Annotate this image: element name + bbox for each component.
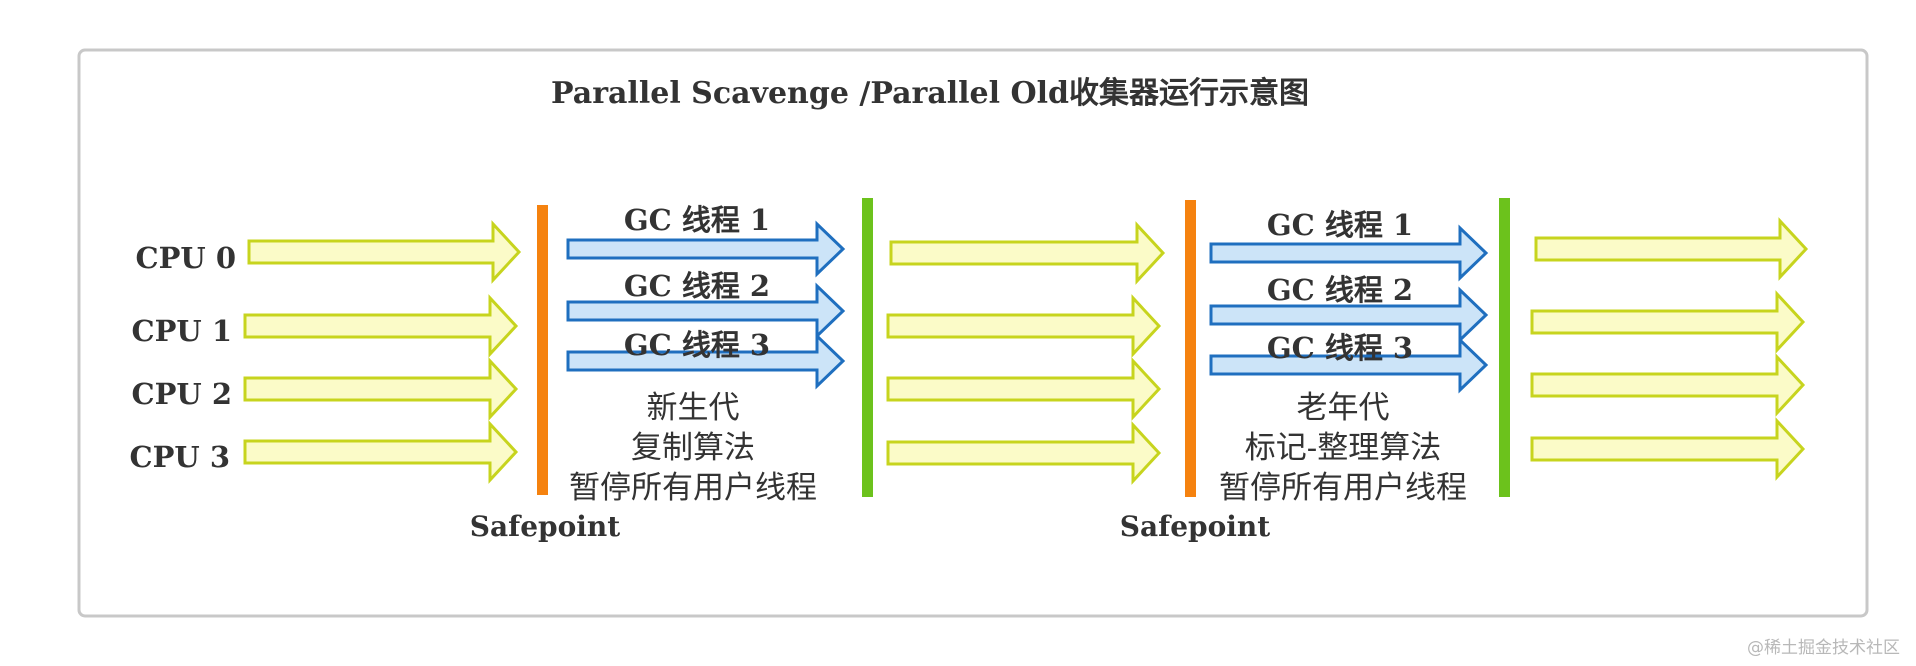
gc-end-bar	[862, 198, 873, 497]
user-thread-arrow	[886, 294, 1162, 358]
phase-description-line: 暂停所有用户线程	[569, 470, 817, 506]
user-thread-arrows-2	[886, 221, 1166, 485]
gc-thread-arrow	[566, 332, 846, 390]
gc-thread-label: GC 线程 1	[1267, 208, 1413, 242]
user-thread-arrow	[247, 220, 522, 284]
gc-thread-arrows-2	[1209, 224, 1489, 394]
gc-thread-label: GC 线程 3	[624, 328, 770, 362]
cpu-label: CPU 0	[136, 241, 236, 275]
phase-description-line: 暂停所有用户线程	[1219, 470, 1467, 506]
user-thread-arrow	[243, 357, 519, 421]
safepoint-label: Safepoint	[470, 510, 620, 543]
gc-thread-arrow	[1209, 224, 1489, 282]
cpu-label: CPU 2	[132, 377, 232, 411]
diagram-title: Parallel Scavenge /Parallel Old收集器运行示意图	[551, 76, 1309, 111]
gc-thread-label: GC 线程 2	[1267, 273, 1413, 307]
user-thread-arrow	[1530, 417, 1806, 481]
user-thread-arrows-1	[243, 220, 522, 484]
cpu-label: CPU 1	[132, 314, 232, 348]
user-thread-arrow	[886, 421, 1162, 485]
phase-description-line: 新生代	[647, 390, 740, 426]
user-thread-arrow	[1530, 290, 1806, 354]
gc-thread-arrow	[1209, 336, 1489, 394]
gc-thread-arrows-1	[566, 220, 846, 390]
user-thread-arrow	[243, 420, 519, 484]
user-thread-arrow	[243, 294, 519, 358]
gc-end-bar	[1499, 198, 1510, 497]
user-thread-arrow	[889, 221, 1166, 285]
safepoint-bar	[537, 205, 548, 495]
user-thread-arrow	[1530, 353, 1806, 417]
safepoint-label: Safepoint	[1120, 510, 1270, 543]
gc-thread-label: GC 线程 1	[624, 203, 770, 237]
gc-thread-arrow	[566, 220, 846, 278]
user-thread-arrow	[886, 357, 1162, 421]
gc-thread-label: GC 线程 2	[624, 269, 770, 303]
gc-thread-arrow	[566, 282, 846, 340]
user-thread-arrows-3	[1530, 217, 1809, 481]
phase-description-line: 老年代	[1297, 390, 1390, 426]
phase-description-line: 复制算法	[631, 430, 755, 466]
phase-description-line: 标记-整理算法	[1245, 430, 1441, 466]
user-thread-arrow	[1534, 217, 1809, 281]
gc-thread-arrow	[1209, 286, 1489, 344]
safepoint-bar	[1185, 200, 1196, 497]
cpu-label: CPU 3	[130, 440, 230, 474]
gc-thread-label: GC 线程 3	[1267, 331, 1413, 365]
watermark: @稀土掘金技术社区	[1747, 638, 1900, 658]
